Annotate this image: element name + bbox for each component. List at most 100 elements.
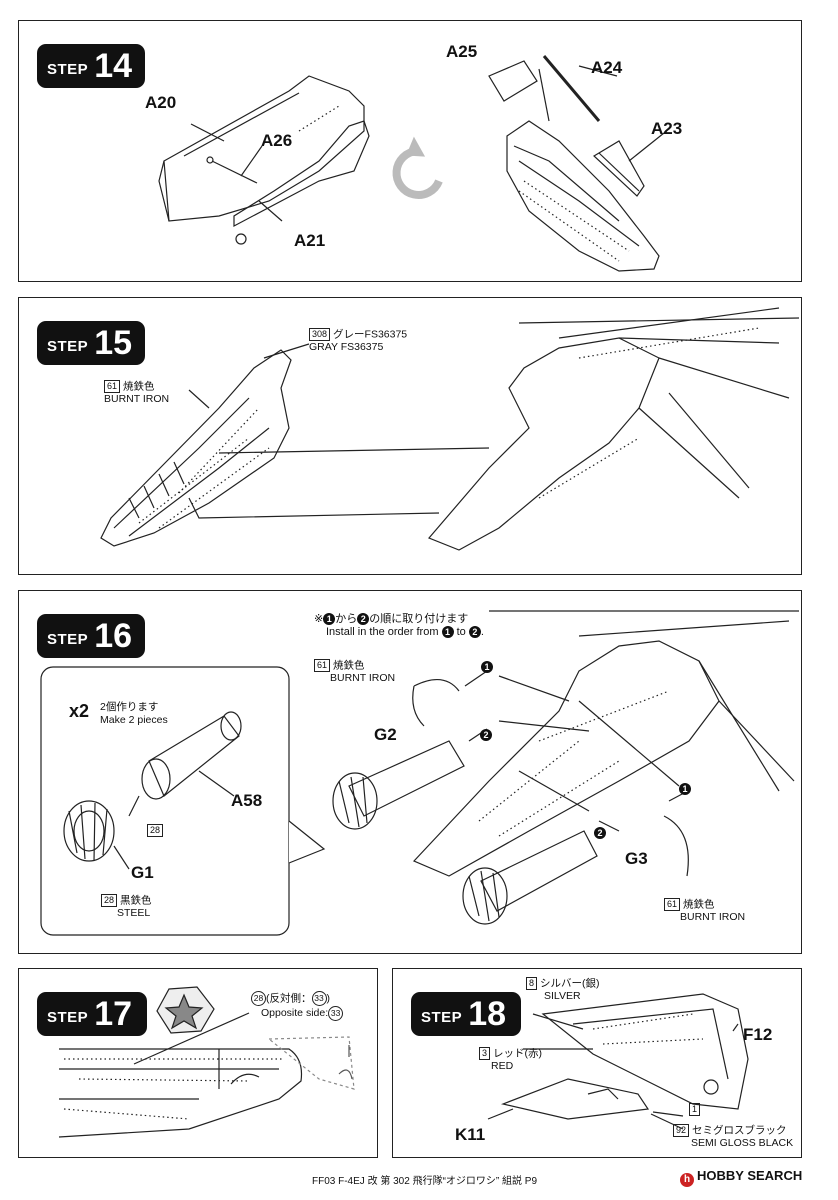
color-name-en: BURNT IRON xyxy=(680,911,746,924)
color-code: 3 xyxy=(479,1047,491,1060)
color-name-jp: 焼鉄色 xyxy=(123,380,155,393)
watermark-logo-icon: h xyxy=(680,1173,694,1187)
step-15-badge: STEP 15 xyxy=(37,321,145,365)
step-word: STEP xyxy=(47,630,89,648)
step-number: 14 xyxy=(94,47,133,85)
color-code: 92 xyxy=(673,1124,690,1137)
part-label-k11: K11 xyxy=(455,1125,486,1144)
quantity-jp: 2個作ります xyxy=(100,701,159,713)
step-14-panel: STEP 14 xyxy=(18,20,802,282)
step-15-panel: STEP 15 xyxy=(18,297,802,575)
step-number: 16 xyxy=(94,617,133,655)
step-14-drawing xyxy=(158,55,665,272)
part-label-g3: G3 xyxy=(625,849,648,868)
steel-code-small: 28 xyxy=(147,824,166,837)
page-footer: FF03 F-4EJ 改 第 302 飛行隊“オジロワシ” 組説 P9 xyxy=(312,1176,538,1187)
step-17-badge: STEP 17 xyxy=(37,992,147,1036)
color-name-en: SEMI GLOSS BLACK xyxy=(691,1137,794,1150)
color-name-jp: シルバー(銀) xyxy=(540,977,600,990)
step-word: STEP xyxy=(47,1008,89,1026)
decal-number-opposite: 33 xyxy=(311,991,327,1006)
color-code: 28 xyxy=(101,894,118,907)
color-name-en: SILVER xyxy=(544,990,581,1003)
color-name-jp: 黒鉄色 xyxy=(120,894,152,907)
part-label-f12: F12 xyxy=(743,1025,773,1044)
step-number: 17 xyxy=(94,995,133,1033)
step-word: STEP xyxy=(47,60,89,78)
part-label-g2: G2 xyxy=(374,725,397,744)
color-code: 61 xyxy=(314,659,331,672)
color-name-jp: 焼鉄色 xyxy=(333,659,365,672)
step-word: STEP xyxy=(421,1008,463,1026)
step-16-badge: STEP 16 xyxy=(37,614,145,658)
order-marker-1: 1 xyxy=(481,661,493,673)
color-name-en: BURNT IRON xyxy=(104,393,170,406)
note-text-en: to xyxy=(456,626,466,638)
quantity-text: 2個作ります Make 2 pieces xyxy=(100,701,168,727)
opposite-side-jp-close: ) xyxy=(326,992,331,1005)
step-number: 15 xyxy=(94,324,133,362)
color-code: 61 xyxy=(104,380,121,393)
color-name-jp: グレーFS36375 xyxy=(333,328,408,341)
quantity-callout: x2 2個作ります Make 2 pieces xyxy=(69,701,168,727)
quantity-en: Make 2 pieces xyxy=(100,714,168,726)
part-number: 1 xyxy=(689,1103,701,1116)
decal-callout: 28(反対側：33) Opposite side:33 xyxy=(251,991,344,1021)
part-label-a21: A21 xyxy=(294,231,326,250)
part-label-a58: A58 xyxy=(231,791,263,810)
part-label-a25: A25 xyxy=(446,42,478,61)
order-marker-1: 1 xyxy=(679,783,691,795)
color-name-en: STEEL xyxy=(117,907,151,920)
decal-number-opposite: 33 xyxy=(328,1006,344,1021)
color-code: 308 xyxy=(309,328,331,341)
color-name-en: BURNT IRON xyxy=(330,672,396,685)
step-16-panel: STEP 16 xyxy=(18,590,802,954)
note-text-en: Install in the order from xyxy=(326,626,439,638)
part-label-g1: G1 xyxy=(131,863,154,882)
color-code: 8 xyxy=(526,977,538,990)
order-badge-2: 2 xyxy=(357,613,370,626)
order-badge-1: 1 xyxy=(441,626,454,639)
opposite-side-en: Opposite side: xyxy=(261,1007,329,1020)
part-label-a23: A23 xyxy=(651,119,683,138)
step-word: STEP xyxy=(47,337,89,355)
note-text: の順に取り付けます xyxy=(369,613,469,625)
color-name-jp: レッド(赤) xyxy=(493,1047,543,1060)
step-17-panel: STEP 17 28(反対側：33) O xyxy=(18,968,378,1158)
part-label-a26: A26 xyxy=(261,131,293,150)
order-marker-2: 2 xyxy=(594,827,606,839)
color-code: 28 xyxy=(147,824,164,837)
watermark-text: HOBBY SEARCH xyxy=(697,1168,803,1183)
step-18-drawing xyxy=(487,993,749,1130)
note-text: から xyxy=(335,613,358,625)
callout-one: 1 xyxy=(689,1103,703,1116)
color-name-en: RED xyxy=(491,1060,514,1073)
order-marker-2: 2 xyxy=(480,729,492,741)
step-17-drawing xyxy=(58,986,355,1138)
decal-number: 28 xyxy=(251,991,266,1006)
part-label-a24: A24 xyxy=(591,58,623,77)
part-label-a20: A20 xyxy=(145,93,177,112)
color-code: 61 xyxy=(664,898,681,911)
order-badge-1: 1 xyxy=(323,613,336,626)
color-name-jp: 焼鉄色 xyxy=(683,898,715,911)
step-15-drawing xyxy=(100,307,800,551)
color-name-jp: セミグロスブラック xyxy=(692,1124,787,1137)
step-number: 18 xyxy=(468,995,507,1033)
step-18-badge: STEP 18 xyxy=(411,992,521,1036)
opposite-side-jp-open: (反対側： xyxy=(266,992,312,1005)
note-mark: ※ xyxy=(314,613,324,625)
color-name-en: GRAY FS36375 xyxy=(309,341,384,354)
quantity: x2 xyxy=(69,701,90,721)
step-14-badge: STEP 14 xyxy=(37,44,145,88)
